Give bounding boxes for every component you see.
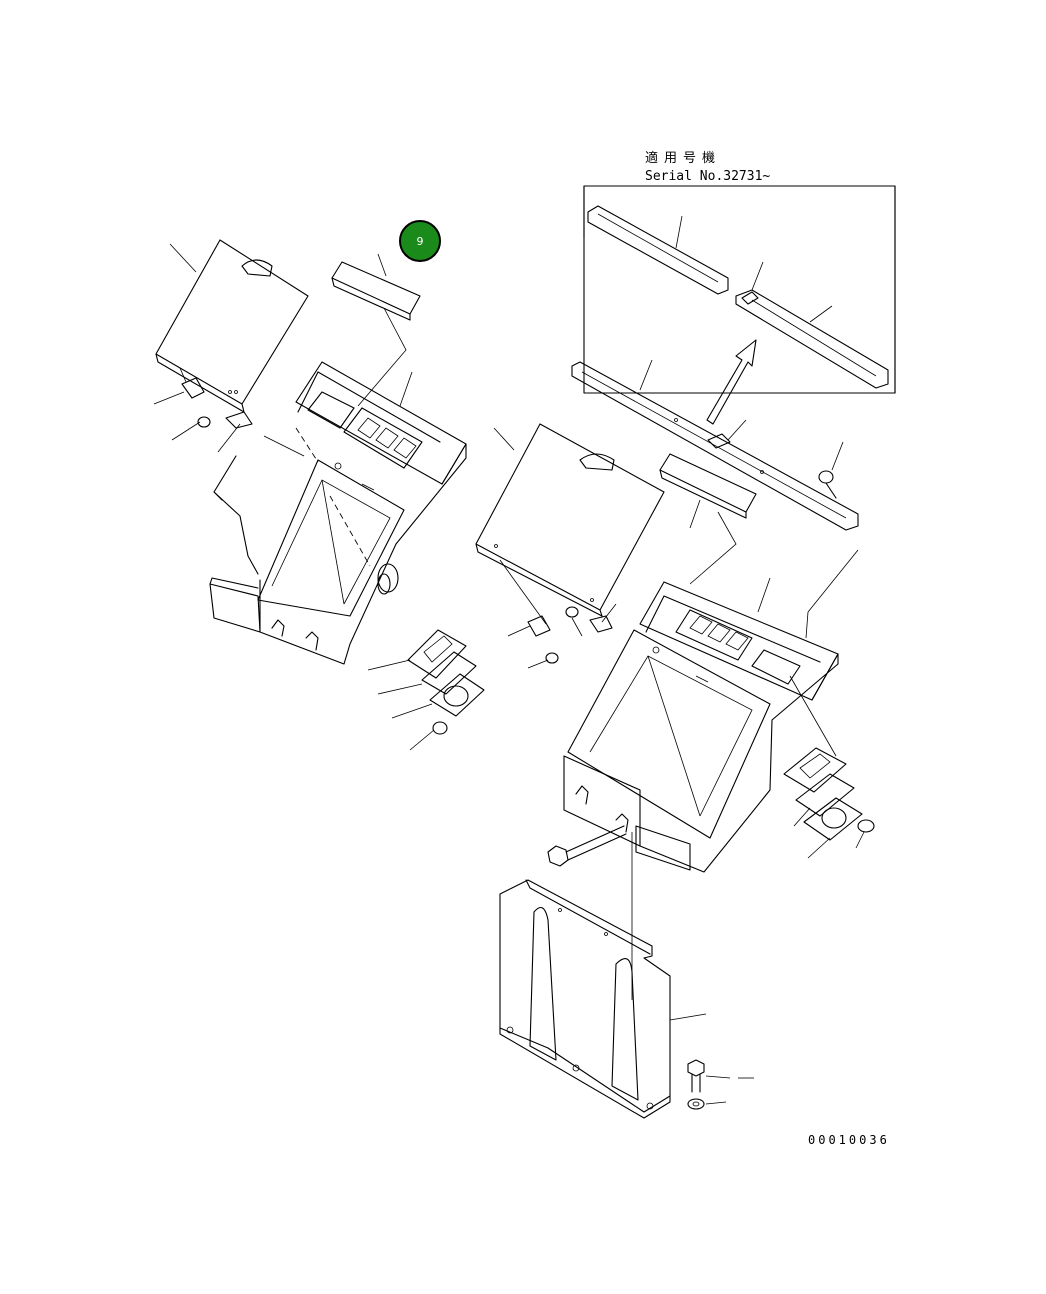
left-small-lid xyxy=(331,253,421,407)
right-console-body xyxy=(563,549,859,873)
arrow-up-icon xyxy=(706,339,757,425)
bottom-guard-plate xyxy=(499,879,707,1119)
applicability-title: 適用号機 xyxy=(645,150,721,166)
right-mount-stack xyxy=(783,747,875,859)
right-small-lid xyxy=(659,453,757,585)
bottom-bolt-icon xyxy=(687,1059,754,1110)
right-cover-panel xyxy=(475,423,665,625)
bolt-top-icon xyxy=(818,441,844,499)
serial-inset-frame xyxy=(583,185,896,394)
left-latch-parts xyxy=(153,367,253,453)
rail-bracket xyxy=(571,359,859,531)
callout-label: 9 xyxy=(417,235,424,248)
drawing-number: 00010036 xyxy=(808,1133,890,1147)
right-latch-parts xyxy=(507,603,617,669)
callout-marker[interactable]: 9 xyxy=(399,220,441,262)
left-mount-stack xyxy=(367,629,485,751)
left-cover-panel xyxy=(155,239,309,413)
bolt-lower-icon xyxy=(547,825,627,867)
left-console-body xyxy=(209,361,467,665)
serial-number: Serial No.32731~ xyxy=(645,169,770,184)
